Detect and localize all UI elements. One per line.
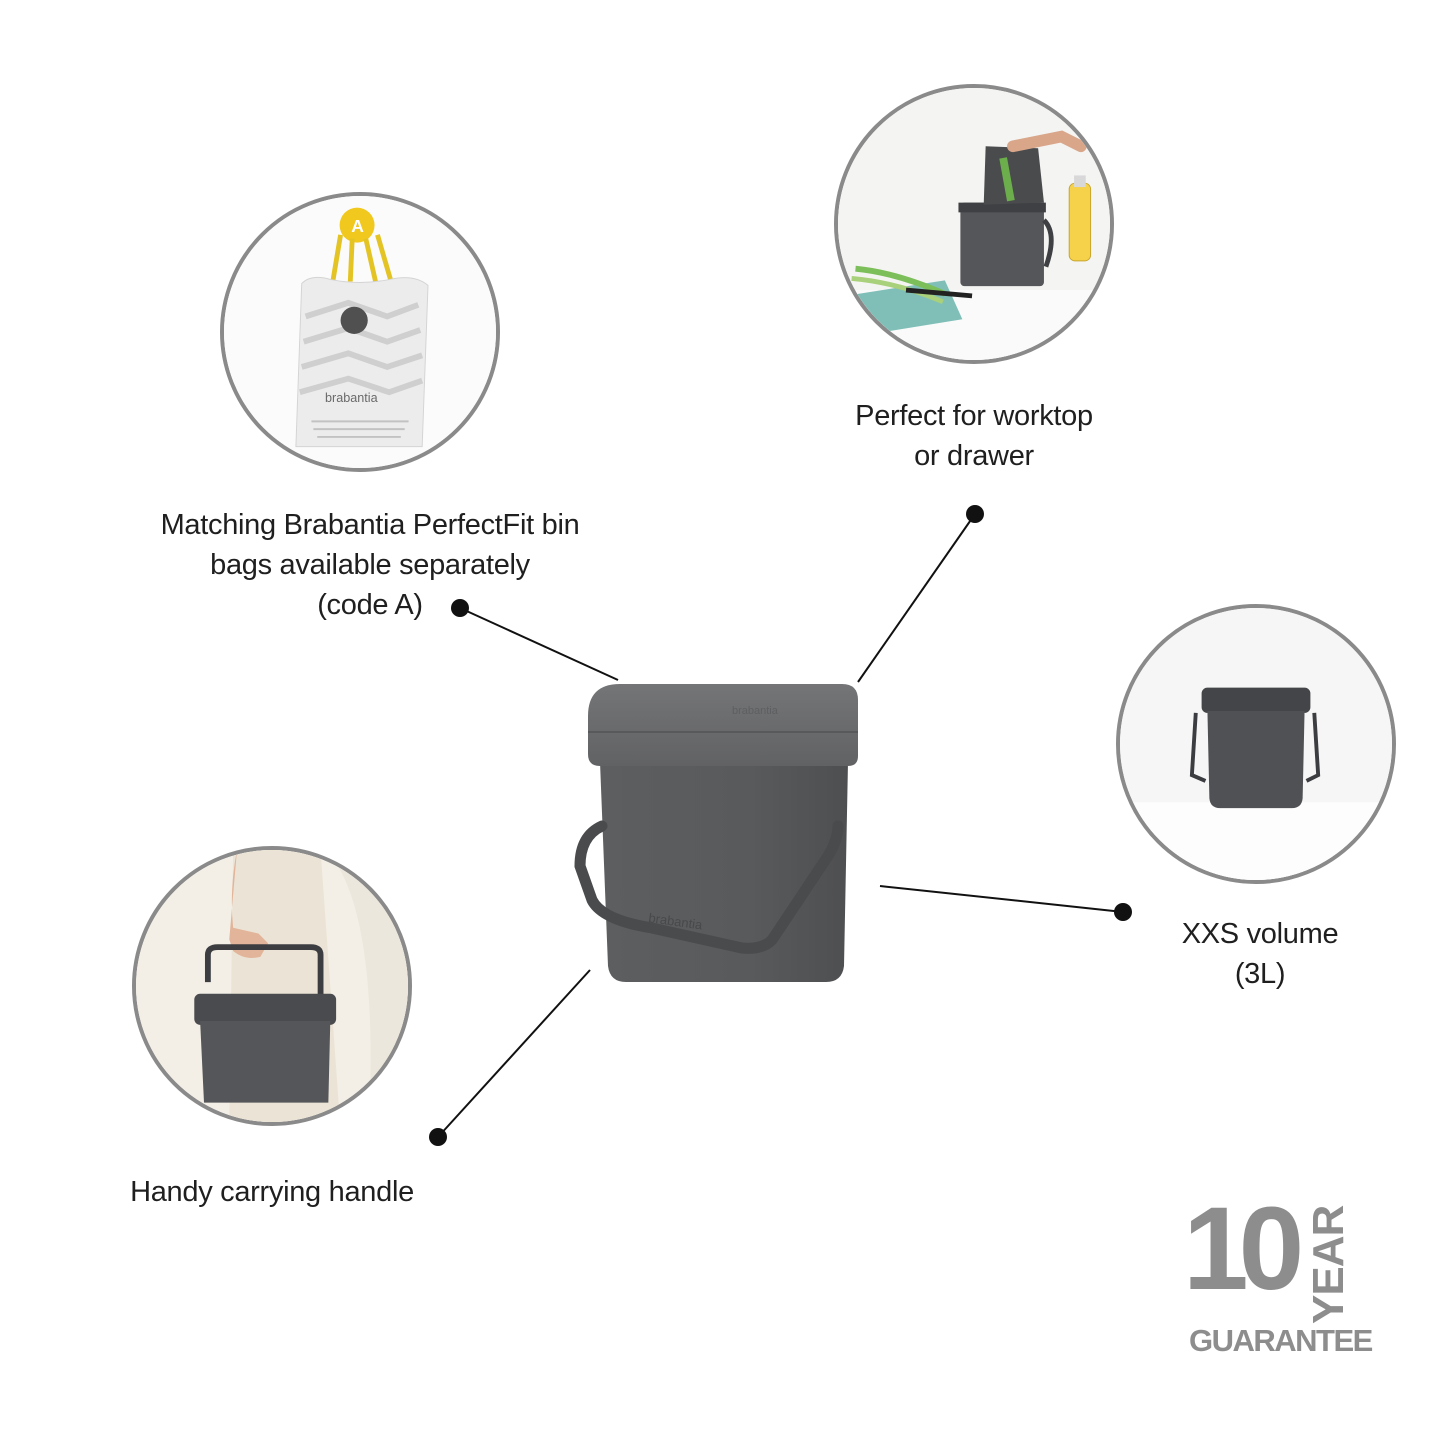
connector-line-worktop [857, 513, 976, 683]
bags-caption-line-1: Matching Brabantia PerfectFit bin [160, 509, 580, 541]
worktop-caption: Perfect for worktop or drawer [824, 396, 1124, 476]
product-image: brabantia brabantia [574, 684, 858, 982]
volume-caption-line-1: XXS volume [1181, 918, 1339, 950]
bag-brand-label: brabantia [325, 391, 379, 405]
handle-feature-circle [132, 846, 412, 1126]
bag-size-icon [340, 306, 368, 334]
volume-caption: XXS volume (3L) [1150, 914, 1370, 994]
pointer-dot-worktop [966, 505, 984, 523]
pointer-dot-bags [451, 599, 469, 617]
bags-caption: Matching Brabantia PerfectFit bin bags a… [130, 505, 610, 625]
bags-caption-line-3: (code A) [317, 589, 423, 621]
bags-caption-line-2: bags available separately [210, 549, 530, 581]
hook-icon [339, 207, 375, 243]
bags-feature-circle: A brabantia [220, 192, 500, 472]
guarantee-number: 10 [1183, 1183, 1304, 1315]
connector-line-bags [459, 607, 619, 681]
volume-caption-line-2: (3L) [1234, 958, 1286, 990]
lid-brand-emboss: brabantia [732, 705, 779, 717]
pointer-dot-volume [1114, 903, 1132, 921]
handle-caption-line-1: Handy carrying handle [130, 1176, 414, 1208]
worktop-caption-line-1: Perfect for worktop [855, 400, 1093, 432]
hook-letter: A [351, 216, 364, 236]
pointer-dot-handle [429, 1128, 447, 1146]
guarantee-unit: YEAR [1304, 1205, 1353, 1324]
volume-feature-circle [1116, 604, 1396, 884]
worktop-feature-circle [834, 84, 1114, 364]
worktop-caption-line-2: or drawer [914, 440, 1034, 472]
connector-line-handle [437, 969, 591, 1138]
connector-line-volume [879, 885, 1124, 913]
guarantee-label: GUARANTEE [1189, 1323, 1373, 1358]
guarantee-badge: 10 YEAR GUARANTEE [1183, 1183, 1373, 1370]
handle-caption: Handy carrying handle [112, 1172, 432, 1212]
